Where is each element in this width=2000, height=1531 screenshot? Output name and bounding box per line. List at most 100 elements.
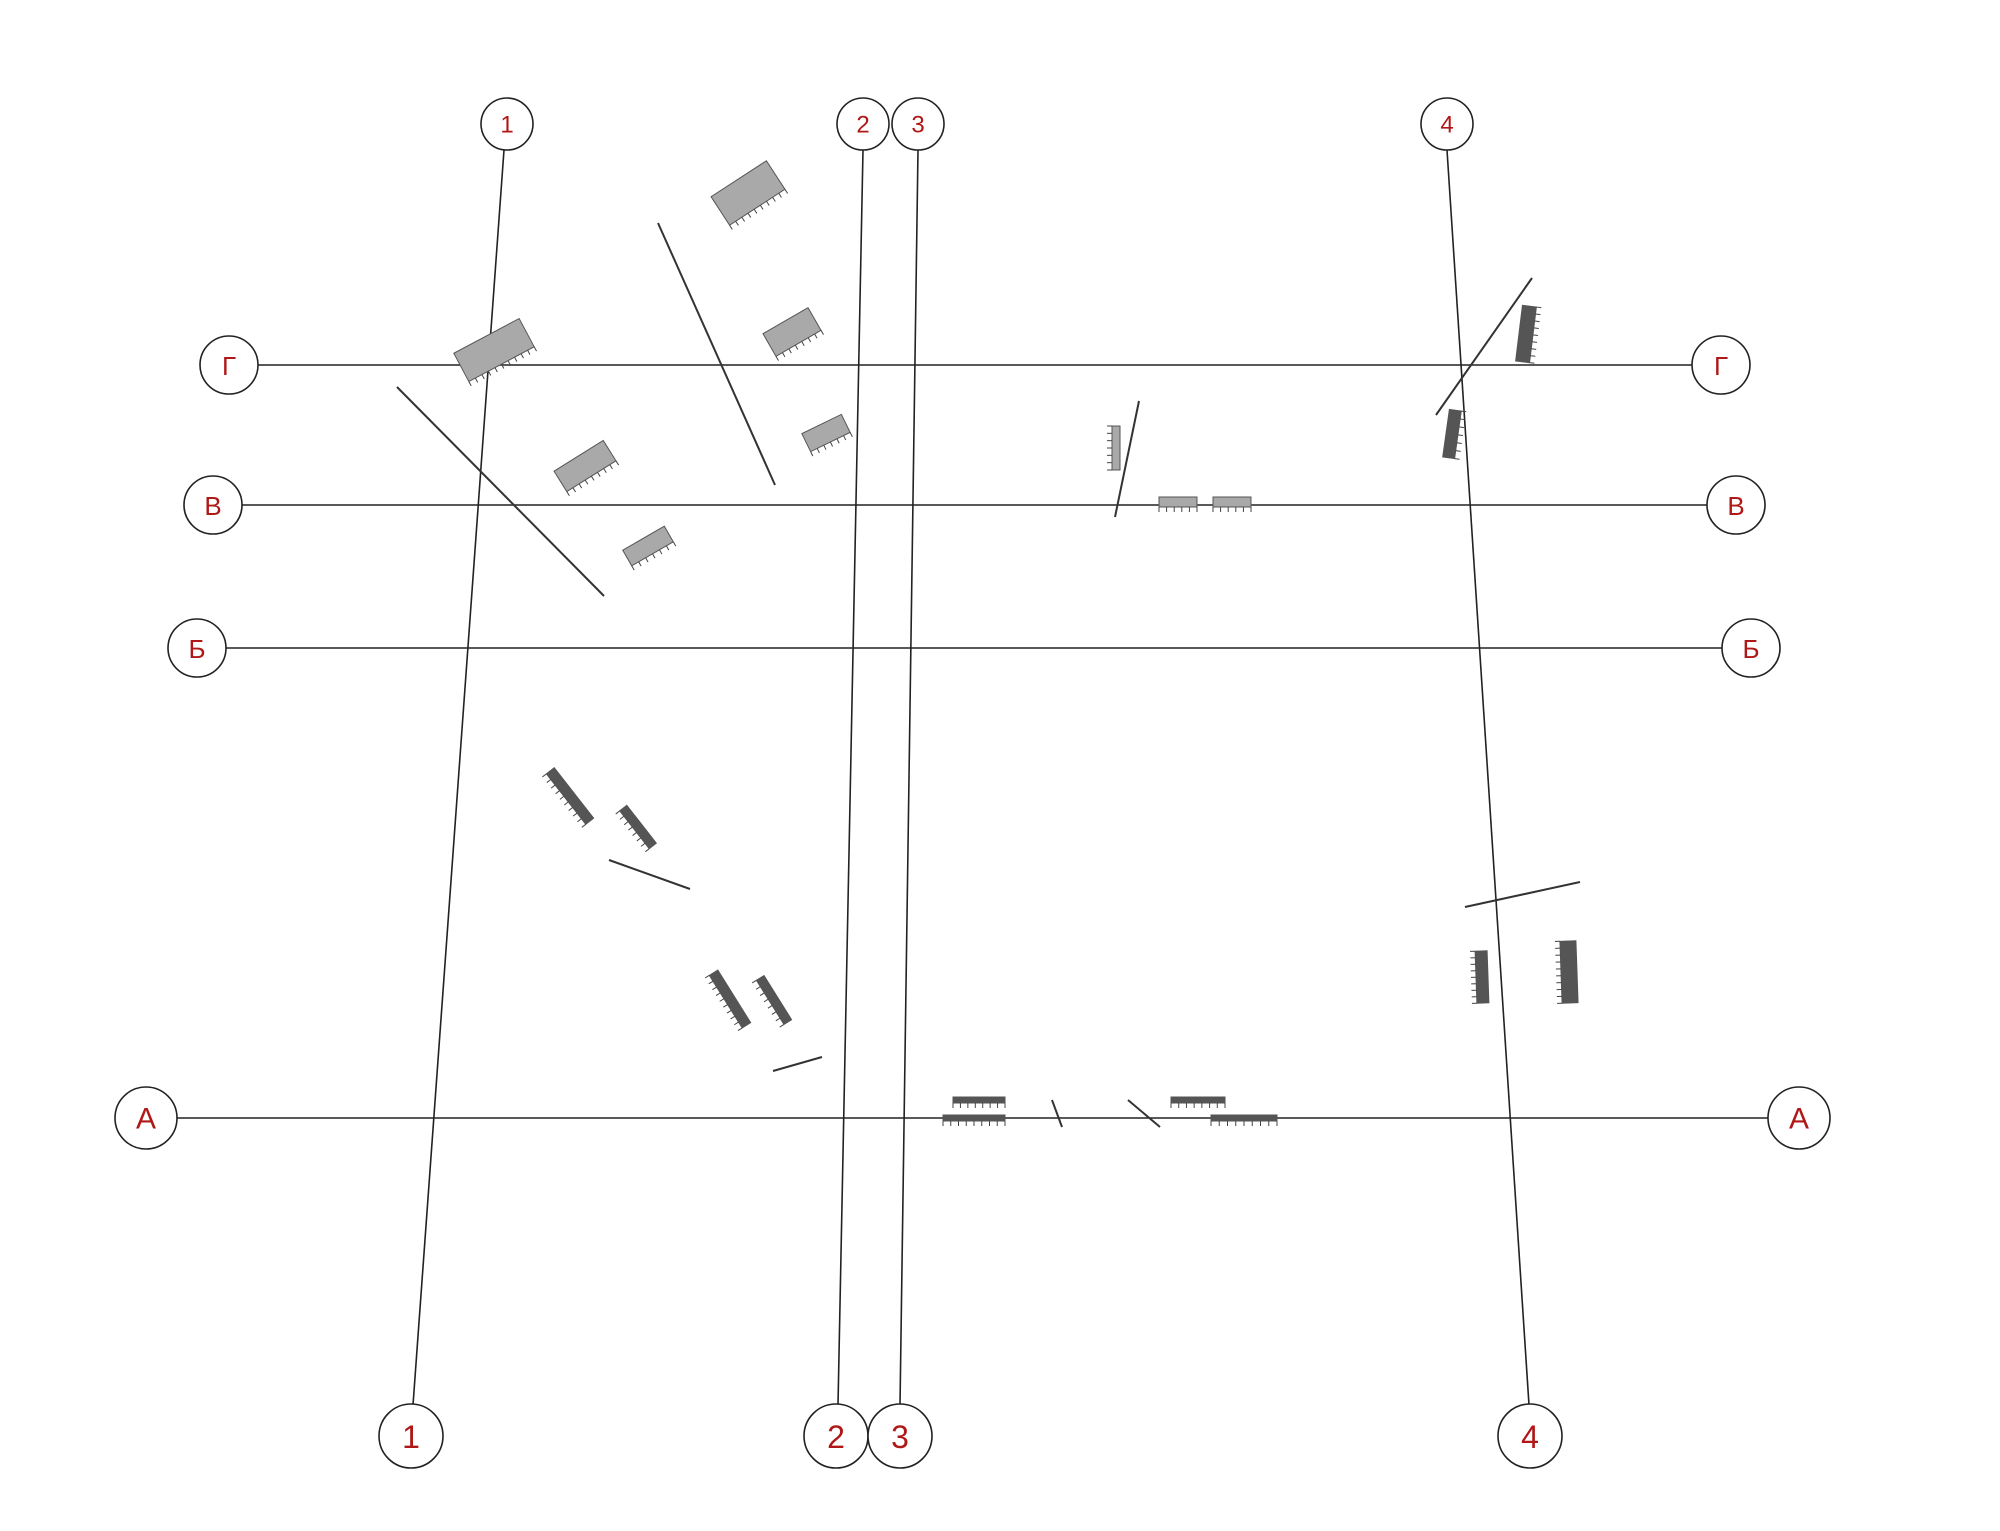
axis-label-top-2: 2 [856, 112, 869, 139]
element-tick [615, 810, 620, 815]
element-tick [623, 821, 629, 826]
element-tick [566, 491, 570, 497]
element-tick [735, 220, 739, 226]
element-tick [1534, 320, 1540, 323]
element-tick [829, 441, 834, 447]
loose-line-elements [396, 222, 1581, 1128]
element-tick [644, 848, 650, 853]
element-tick [772, 197, 776, 202]
element-tick [759, 204, 764, 210]
hatched-element [942, 1114, 1006, 1126]
element-tick [628, 826, 633, 831]
element-tick [751, 979, 757, 984]
element-tick [597, 472, 601, 477]
element-tick [712, 986, 717, 991]
hatched-element [553, 439, 620, 497]
element-tick [631, 565, 635, 571]
hatched-element [952, 1096, 1006, 1108]
hatched-element [751, 974, 793, 1028]
element-body [1158, 496, 1198, 508]
hatched-element [1554, 940, 1579, 1004]
element-tick [737, 1027, 743, 1032]
hatched-element [615, 804, 658, 853]
axis-label-right-v: В [1727, 491, 1744, 521]
element-tick [794, 344, 799, 350]
element-tick [1457, 434, 1463, 437]
diagonal-beam [1114, 400, 1140, 518]
element-tick [759, 992, 765, 997]
element-tick [559, 795, 565, 800]
element-tick [781, 352, 786, 358]
element-tick [615, 460, 620, 466]
element-tick [763, 998, 769, 1003]
element-body [1170, 1096, 1226, 1104]
element-tick [719, 998, 725, 1002]
hatched-element [710, 160, 789, 230]
axis-label-bottom-4: 4 [1521, 1419, 1539, 1455]
element-tick [849, 432, 853, 438]
element-tick [645, 557, 649, 563]
element-tick [619, 815, 625, 820]
axis-bubble-right-v: В [1706, 475, 1766, 535]
axis-bubble-top-2: 2 [836, 97, 890, 151]
element-tick [1529, 362, 1535, 364]
element-tick [730, 1015, 736, 1020]
hatched-element [622, 525, 677, 571]
element-tick [788, 348, 792, 354]
element-tick [533, 346, 537, 352]
element-tick [775, 356, 779, 361]
diagonal-beam [608, 859, 691, 890]
axis-line-3 [899, 149, 919, 1406]
element-tick [807, 337, 812, 343]
element-tick [810, 451, 814, 457]
element-tick [816, 448, 820, 454]
element-tick [609, 464, 613, 470]
axis-line-4 [1446, 149, 1530, 1406]
axis-label-bottom-3: 3 [891, 1419, 909, 1455]
axis-bubble-left-g: Г [199, 335, 259, 395]
element-tick [568, 807, 573, 811]
axis-label-left-g: Г [222, 351, 236, 381]
element-tick [836, 438, 840, 444]
hatched-element [1515, 304, 1542, 364]
element-tick [1458, 426, 1465, 429]
element-tick [632, 832, 637, 836]
diagonal-beam [1127, 1099, 1161, 1128]
axis-bubble-left-a: А [114, 1086, 178, 1150]
element-tick [468, 381, 472, 387]
element-tick [1460, 418, 1466, 421]
element-body [1111, 425, 1121, 471]
element-tick [572, 487, 576, 493]
hatched-element [1107, 425, 1121, 471]
element-body [1515, 304, 1537, 364]
axis-bubble-top-3: 3 [891, 97, 945, 151]
axis-bubble-right-a: А [1767, 1086, 1831, 1150]
element-tick [501, 363, 505, 369]
element-tick [638, 561, 642, 567]
axis-label-right-b: Б [1742, 634, 1759, 664]
element-tick [784, 189, 789, 194]
element-body [453, 317, 535, 383]
diagonal-beam [657, 222, 776, 486]
element-tick [1455, 450, 1461, 452]
element-tick [801, 341, 805, 346]
structural-elements [453, 160, 1579, 1126]
element-tick [1531, 348, 1537, 350]
element-tick [494, 367, 498, 373]
element-tick [555, 790, 560, 795]
element-tick [488, 370, 492, 376]
hatched-element [1158, 496, 1198, 512]
element-tick [520, 353, 524, 359]
element-tick [755, 986, 761, 990]
element-tick [584, 479, 589, 485]
element-tick [1535, 313, 1541, 316]
element-body [545, 767, 595, 825]
element-body [622, 525, 674, 567]
element-tick [723, 1004, 728, 1008]
element-body [762, 307, 822, 357]
axis-line-2 [837, 149, 864, 1406]
element-tick [775, 1017, 781, 1022]
axis-label-left-v: В [204, 491, 221, 521]
element-tick [1456, 442, 1462, 444]
